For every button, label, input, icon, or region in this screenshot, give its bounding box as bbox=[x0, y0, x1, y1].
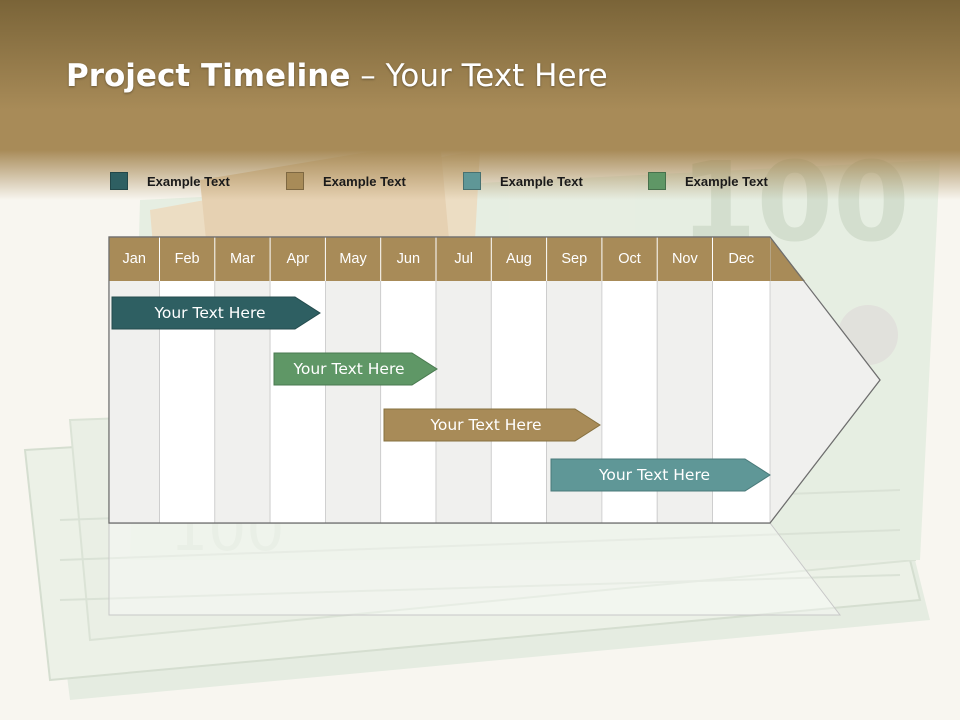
month-columns bbox=[108, 236, 771, 524]
legend-swatch bbox=[648, 172, 666, 190]
month-label-mar: Mar bbox=[229, 251, 255, 267]
month-label-nov: Nov bbox=[671, 251, 698, 267]
legend-item: Example Text bbox=[648, 170, 768, 192]
month-label-jul: Jul bbox=[454, 251, 473, 267]
month-label-jun: Jun bbox=[396, 251, 421, 267]
month-column bbox=[490, 236, 547, 524]
legend-swatch bbox=[110, 172, 128, 190]
month-label-sep: Sep bbox=[561, 251, 588, 267]
legend-item: Example Text bbox=[286, 170, 406, 192]
legend-swatch bbox=[286, 172, 304, 190]
month-column bbox=[435, 236, 492, 524]
page-title-main: Project Timeline bbox=[66, 58, 351, 94]
month-header-dividers bbox=[159, 237, 713, 281]
task-bar bbox=[111, 296, 321, 330]
month-label-jan: Jan bbox=[122, 251, 146, 267]
month-label-feb: Feb bbox=[174, 251, 200, 267]
legend-label: Example Text bbox=[147, 173, 230, 189]
month-label-aug: Aug bbox=[506, 251, 532, 267]
month-column bbox=[159, 236, 216, 524]
month-column bbox=[108, 236, 160, 524]
page-title: Project Timeline – Your Text Here bbox=[66, 58, 608, 94]
legend-label: Example Text bbox=[500, 173, 583, 189]
task-label[interactable]: Your Text Here bbox=[293, 360, 405, 378]
legend-item: Example Text bbox=[463, 170, 583, 192]
task-label[interactable]: Your Text Here bbox=[430, 416, 542, 434]
month-label-dec: Dec bbox=[728, 251, 755, 267]
timeline-reflection bbox=[108, 522, 842, 616]
timeline-arrow-tip bbox=[770, 281, 880, 523]
legend-label: Example Text bbox=[685, 173, 768, 189]
task-bar bbox=[383, 408, 601, 442]
month-label-apr: Apr bbox=[286, 251, 310, 267]
month-header-band bbox=[109, 237, 770, 281]
month-label-oct: Oct bbox=[618, 251, 641, 267]
task-bar bbox=[273, 352, 438, 386]
legend-swatch bbox=[463, 172, 481, 190]
task-label[interactable]: Your Text Here bbox=[154, 304, 266, 322]
task-bar bbox=[550, 458, 771, 492]
month-label-may: May bbox=[339, 251, 367, 267]
page-title-subtitle: – Your Text Here bbox=[350, 58, 608, 94]
legend-item: Example Text bbox=[110, 170, 230, 192]
task-label[interactable]: Your Text Here bbox=[598, 466, 711, 484]
legend-label: Example Text bbox=[323, 173, 406, 189]
